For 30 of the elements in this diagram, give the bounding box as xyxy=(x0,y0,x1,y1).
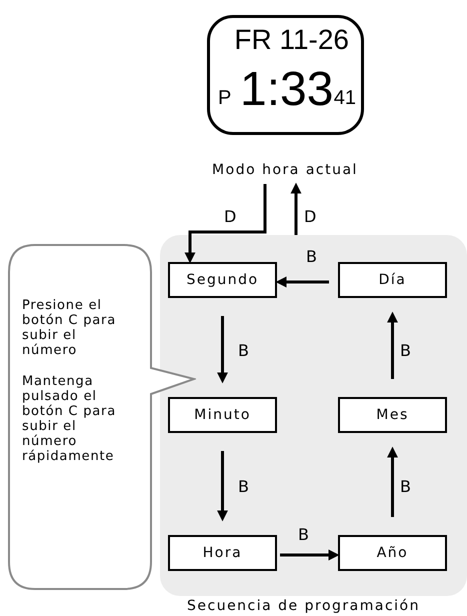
step-box: Hora xyxy=(168,535,277,571)
step-box: Año xyxy=(338,535,447,571)
edge-label: B xyxy=(238,342,249,360)
edge-label: B xyxy=(400,342,411,360)
display-time: 1:33 xyxy=(240,62,334,118)
arrow xyxy=(387,446,398,517)
arrow xyxy=(280,550,340,560)
edge-label: B xyxy=(400,478,411,496)
step-box: Segundo xyxy=(168,262,277,298)
edge-label: B xyxy=(238,478,249,496)
arrow xyxy=(276,276,329,288)
mode-caption: Modo hora actual xyxy=(211,161,359,180)
display-pm-indicator: P xyxy=(218,86,232,110)
arrow xyxy=(217,451,228,522)
edge-label: B xyxy=(298,526,309,544)
step-box: Minuto xyxy=(168,397,277,433)
arrow xyxy=(290,182,302,235)
arrow xyxy=(217,316,228,384)
display-seconds: 41 xyxy=(334,86,356,110)
display-date: FR 11-26 xyxy=(234,24,349,56)
instruction-text: Presione el botón C para subir el número xyxy=(22,298,117,358)
edge-label: D xyxy=(304,208,316,226)
arrow xyxy=(184,184,266,264)
edge-label: D xyxy=(224,208,236,226)
arrow xyxy=(387,312,398,379)
edge-label: B xyxy=(306,248,317,266)
step-box: Día xyxy=(338,262,447,298)
instruction-text: Mantenga pulsado el botón C para subir el número rápidamente xyxy=(22,374,117,464)
panel-title: Secuencia de programación xyxy=(186,598,421,615)
step-box: Mes xyxy=(338,397,447,433)
